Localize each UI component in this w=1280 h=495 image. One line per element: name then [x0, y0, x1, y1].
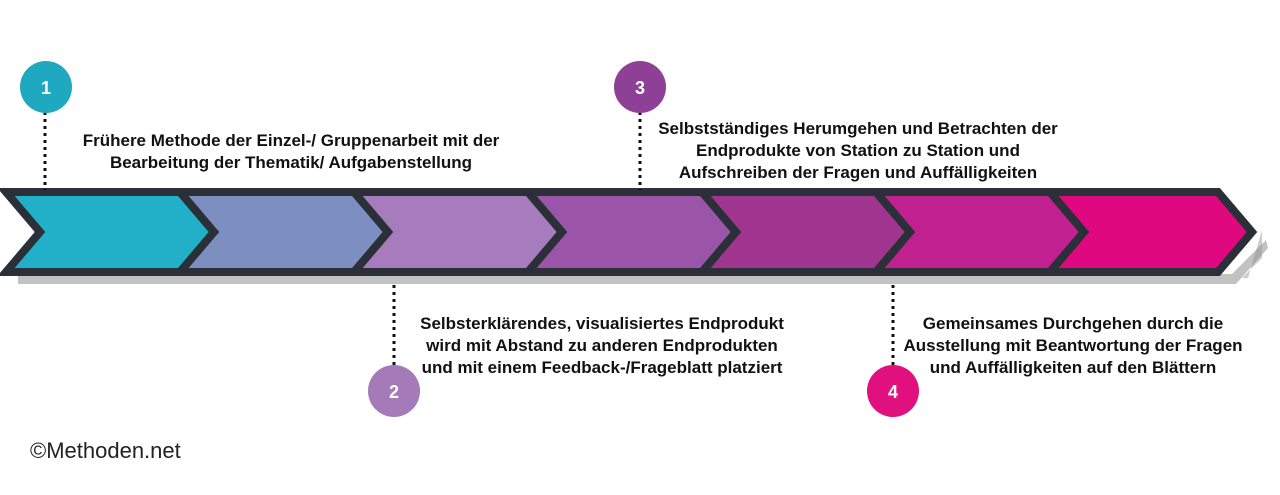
step-circle-1 — [20, 61, 72, 113]
step-number-3: 3 — [635, 78, 645, 98]
chevron-2 — [171, 188, 394, 276]
chevron-4 — [519, 188, 742, 276]
step-text-1: Frühere Methode der Einzel-/ Gruppenarbe… — [82, 131, 500, 172]
step-circle-4 — [867, 365, 919, 417]
chevron-row — [0, 188, 1258, 276]
step-number-1: 1 — [41, 78, 51, 98]
step-badge-2: 2 — [368, 365, 420, 417]
step-badge-3: 3 — [614, 61, 666, 113]
step-text-2: Selbsterklärendes, visualisiertes Endpro… — [420, 314, 784, 377]
step-badge-4: 4 — [867, 365, 919, 417]
chevron-6 — [867, 188, 1090, 276]
step-circle-2 — [368, 365, 420, 417]
chevron-3 — [345, 188, 568, 276]
step-number-4: 4 — [888, 382, 898, 402]
step-badge-1: 1 — [20, 61, 72, 113]
step-text-3: Selbstständiges Herumgehen und Betrachte… — [658, 119, 1058, 182]
chevron-5 — [693, 188, 916, 276]
chevron-1 — [0, 188, 220, 276]
step-circle-3 — [614, 61, 666, 113]
step-number-2: 2 — [389, 382, 399, 402]
copyright-label: ©Methoden.net — [30, 438, 181, 463]
step-text-4: Gemeinsames Durchgehen durch die Ausstel… — [903, 314, 1243, 377]
chevron-7 — [1041, 188, 1258, 276]
